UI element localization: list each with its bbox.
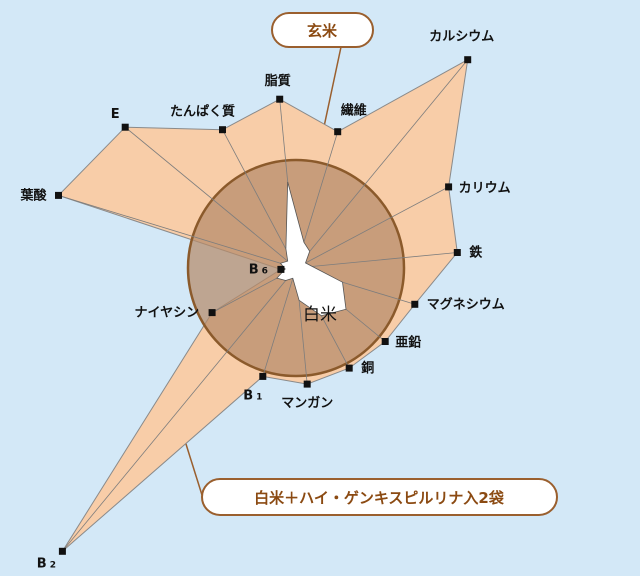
data-point-marker	[303, 380, 311, 388]
genmai-callout: 玄米	[271, 12, 374, 48]
radar-spoke	[295, 59, 469, 269]
axis-label: 銅	[361, 360, 374, 376]
data-point-marker	[381, 338, 389, 345]
radar-spoke	[62, 267, 297, 552]
axis-label: E	[111, 107, 120, 122]
data-point-marker	[334, 128, 342, 136]
radar-spoke	[124, 126, 297, 269]
series-markers	[55, 56, 472, 555]
white-rice-center-label: 白米	[303, 305, 337, 325]
radar-spoke	[295, 252, 458, 269]
axis-label: カリウム	[459, 181, 511, 196]
data-point-marker	[58, 547, 66, 555]
axis-label: たんぱく質	[170, 104, 235, 120]
data-point-marker	[276, 95, 284, 103]
radar-spoke	[262, 267, 297, 377]
data-point-marker	[464, 56, 472, 64]
axis-label: 葉酸	[19, 187, 47, 203]
data-point-marker	[411, 300, 419, 308]
white-rice-series-area	[276, 181, 347, 317]
radar-spoke	[222, 129, 297, 269]
radar-spoke	[58, 195, 297, 269]
data-point-marker	[55, 191, 62, 199]
axis-label: カルシウム	[429, 30, 494, 45]
spirulina-callout: 白米＋ハイ・ゲンキスピルリナ入2袋	[201, 478, 558, 516]
axis-label: ナイヤシン	[134, 306, 199, 321]
data-point-marker	[453, 249, 461, 256]
axis-label: 脂質	[264, 73, 291, 89]
data-point-marker	[121, 123, 129, 131]
genmai-callout-text: 玄米	[307, 22, 338, 40]
axis-label: マンガン	[281, 396, 333, 411]
data-point-marker	[259, 372, 267, 380]
spirulina-callout-text: 白米＋ハイ・ゲンキスピルリナ入2袋	[254, 489, 505, 507]
axis-label: 亜鉛	[395, 335, 421, 351]
radar-spoke	[295, 186, 449, 269]
data-point-marker	[219, 126, 226, 134]
data-point-marker	[277, 265, 285, 273]
axis-label: マグネシウム	[427, 296, 505, 312]
axis-label: 繊維	[341, 103, 367, 119]
data-point-marker	[345, 364, 353, 372]
data-point-marker	[208, 309, 216, 317]
data-point-marker	[445, 183, 453, 191]
axis-label: 鉄	[469, 245, 482, 261]
